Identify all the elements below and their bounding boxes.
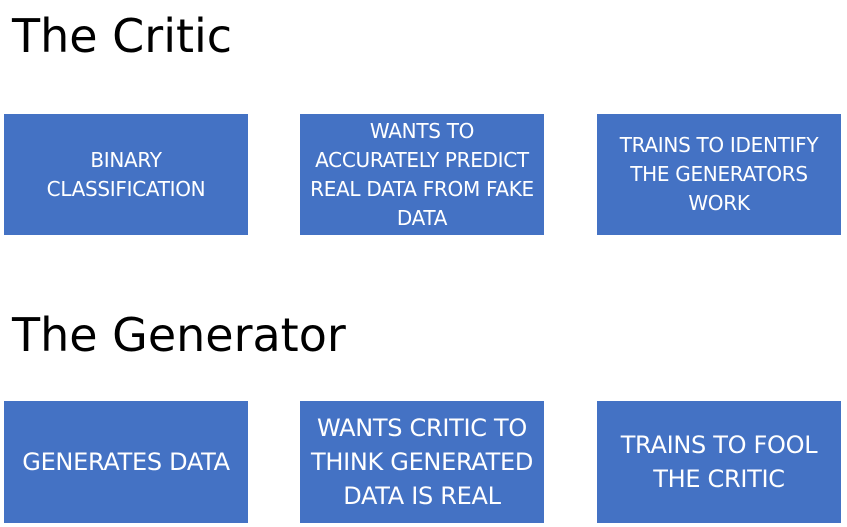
generator-box-label: WANTS CRITIC TO THINK GENERATED DATA IS … — [310, 414, 534, 510]
critic-box-label: WANTS TO ACCURATELY PREDICT REAL DATA FR… — [310, 118, 534, 230]
critic-section-title: The Critic — [12, 9, 233, 63]
generator-box-generates-data: GENERATES DATA — [4, 401, 248, 523]
generator-section-title: The Generator — [12, 308, 346, 362]
critic-box-binary-classification: BINARY CLASSIFICATION — [4, 114, 248, 235]
critic-box-label: TRAINS TO IDENTIFY THE GENERATORS WORK — [619, 133, 819, 215]
critic-box-label: BINARY CLASSIFICATION — [46, 147, 206, 201]
generator-box-label: TRAINS TO FOOL THE CRITIC — [620, 431, 818, 493]
generator-box-label: GENERATES DATA — [22, 448, 230, 476]
critic-box-predict-real-vs-fake: WANTS TO ACCURATELY PREDICT REAL DATA FR… — [300, 114, 544, 235]
critic-box-identify-generator-work: TRAINS TO IDENTIFY THE GENERATORS WORK — [597, 114, 841, 235]
generator-box-trains-to-fool: TRAINS TO FOOL THE CRITIC — [597, 401, 841, 523]
generator-box-fool-critic-goal: WANTS CRITIC TO THINK GENERATED DATA IS … — [300, 401, 544, 523]
